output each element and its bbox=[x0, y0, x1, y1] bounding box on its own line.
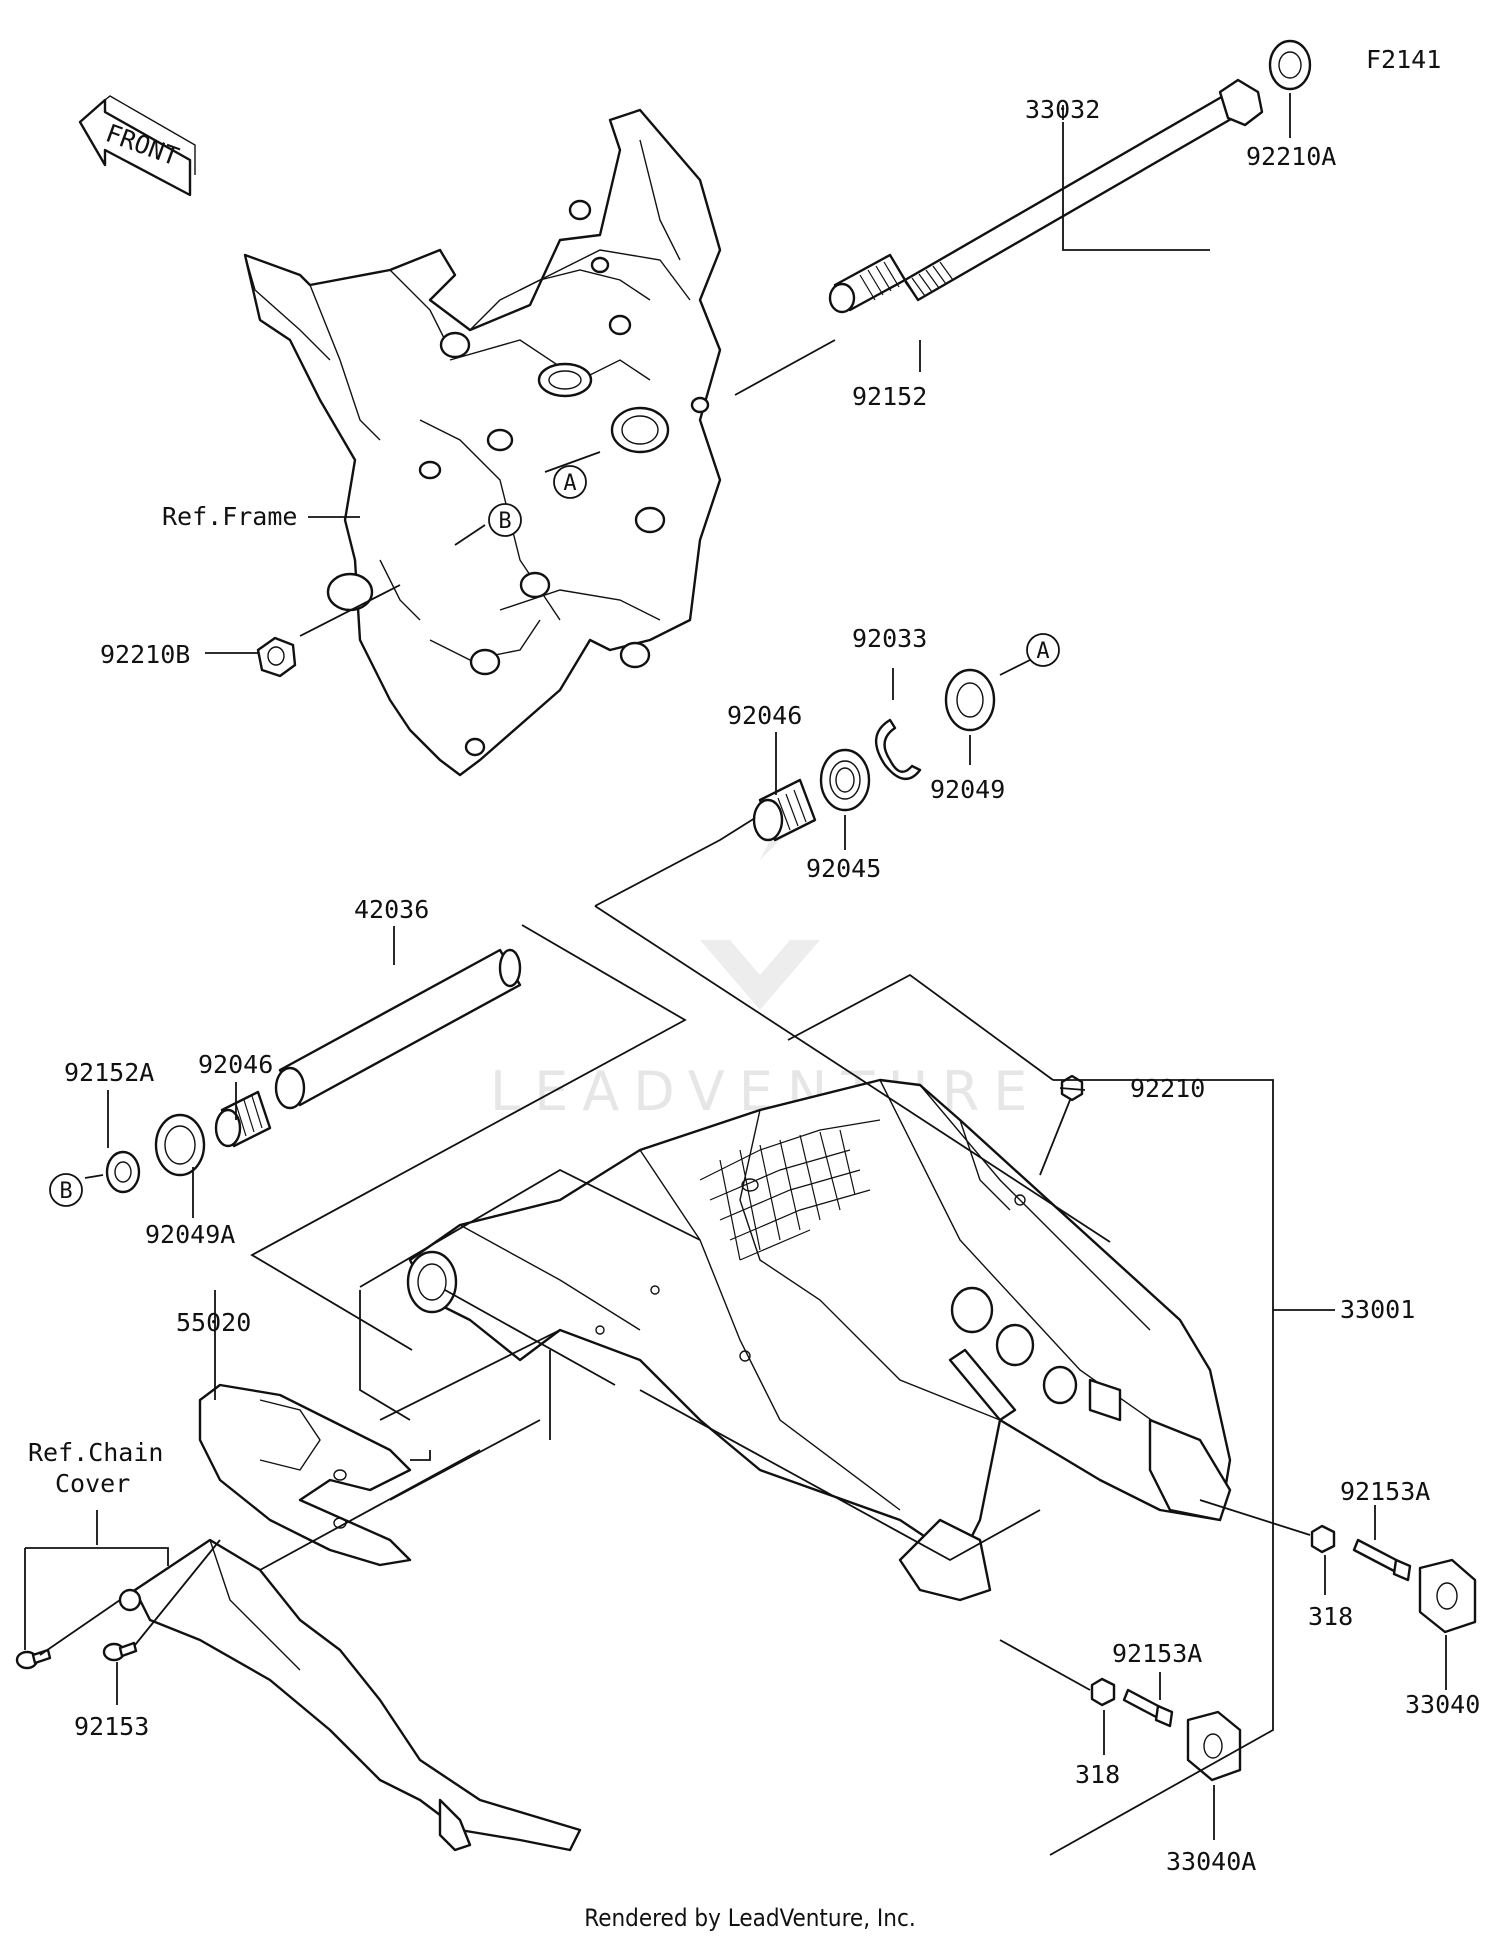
part-label-33040: 33040 bbox=[1405, 1690, 1480, 1719]
collar-92152A bbox=[105, 1150, 141, 1194]
block-33040 bbox=[1418, 1558, 1477, 1634]
figure-code: F2141 bbox=[1366, 45, 1441, 74]
bearing-92045 bbox=[819, 748, 871, 812]
bolt-92153A-bottom bbox=[1122, 1688, 1174, 1728]
part-label-92210B: 92210B bbox=[100, 640, 190, 669]
bolt-92153A-right bbox=[1352, 1538, 1412, 1582]
part-label-92046-lower: 92046 bbox=[198, 1050, 273, 1079]
nut-92210B bbox=[256, 636, 297, 678]
part-label-92152: 92152 bbox=[852, 382, 927, 411]
part-label-92153A-right: 92153A bbox=[1340, 1477, 1430, 1506]
svg-text:A: A bbox=[563, 471, 576, 496]
circlip-92033 bbox=[875, 718, 922, 780]
needle-bearing-92046-lower bbox=[214, 1090, 272, 1148]
front-arrow-icon: FRONT bbox=[78, 95, 196, 197]
callout-A-seal: A bbox=[1026, 633, 1060, 667]
block-33040A bbox=[1186, 1710, 1242, 1782]
oil-seal-92049 bbox=[944, 668, 996, 732]
sleeve-42036 bbox=[274, 948, 522, 1110]
part-label-55020: 55020 bbox=[176, 1308, 251, 1337]
part-label-92045: 92045 bbox=[806, 854, 881, 883]
part-label-33040A: 33040A bbox=[1166, 1847, 1256, 1876]
part-label-42036: 42036 bbox=[354, 895, 429, 924]
svg-text:B: B bbox=[498, 509, 511, 534]
part-label-92153: 92153 bbox=[74, 1712, 149, 1741]
nut-92210A bbox=[1268, 39, 1312, 91]
part-label-92152A: 92152A bbox=[64, 1058, 154, 1087]
part-label-92049: 92049 bbox=[930, 775, 1005, 804]
callout-B-collar: B bbox=[49, 1173, 83, 1207]
ref-chain-cover-label-line2: Cover bbox=[55, 1469, 130, 1498]
part-label-92210A: 92210A bbox=[1246, 142, 1336, 171]
part-label-33032: 33032 bbox=[1025, 95, 1100, 124]
callout-B-frame: B bbox=[488, 503, 522, 537]
frame-drawing bbox=[243, 108, 722, 777]
bolt-92153-right bbox=[102, 1641, 138, 1662]
needle-bearing-92046-upper bbox=[752, 778, 817, 842]
part-label-92153A-bottom: 92153A bbox=[1112, 1639, 1202, 1668]
part-label-318-right: 318 bbox=[1308, 1602, 1353, 1631]
nut-92210 bbox=[1060, 1074, 1084, 1102]
part-label-33001: 33001 bbox=[1340, 1295, 1415, 1324]
oil-seal-92049A bbox=[154, 1113, 206, 1177]
leader-lines bbox=[24, 93, 1447, 1856]
part-label-92210: 92210 bbox=[1130, 1074, 1205, 1103]
nut-318-right bbox=[1310, 1524, 1336, 1554]
footer-credit: Rendered by LeadVenture, Inc. bbox=[584, 1904, 915, 1932]
part-label-92033: 92033 bbox=[852, 624, 927, 653]
svg-text:A: A bbox=[1036, 639, 1049, 664]
watermark: LEADVENTURE bbox=[490, 800, 1027, 1123]
swingarm-33001 bbox=[406, 1078, 1232, 1602]
ref-frame-label: Ref.Frame bbox=[162, 502, 297, 531]
callout-A-frame: A bbox=[553, 465, 587, 499]
pivot-shaft-33032 bbox=[903, 78, 1264, 302]
collar-92152 bbox=[828, 253, 907, 314]
chain-guard-55020 bbox=[198, 1383, 412, 1567]
bolt-92153-left bbox=[15, 1648, 52, 1670]
ref-chain-cover-label-line1: Ref.Chain bbox=[28, 1438, 163, 1467]
part-label-92046-upper: 92046 bbox=[727, 701, 802, 730]
part-label-92049A: 92049A bbox=[145, 1220, 235, 1249]
part-label-318-bottom: 318 bbox=[1075, 1760, 1120, 1789]
nut-318-bottom bbox=[1090, 1677, 1116, 1707]
svg-text:B: B bbox=[59, 1179, 72, 1204]
chain-cover-drawing bbox=[118, 1538, 582, 1852]
